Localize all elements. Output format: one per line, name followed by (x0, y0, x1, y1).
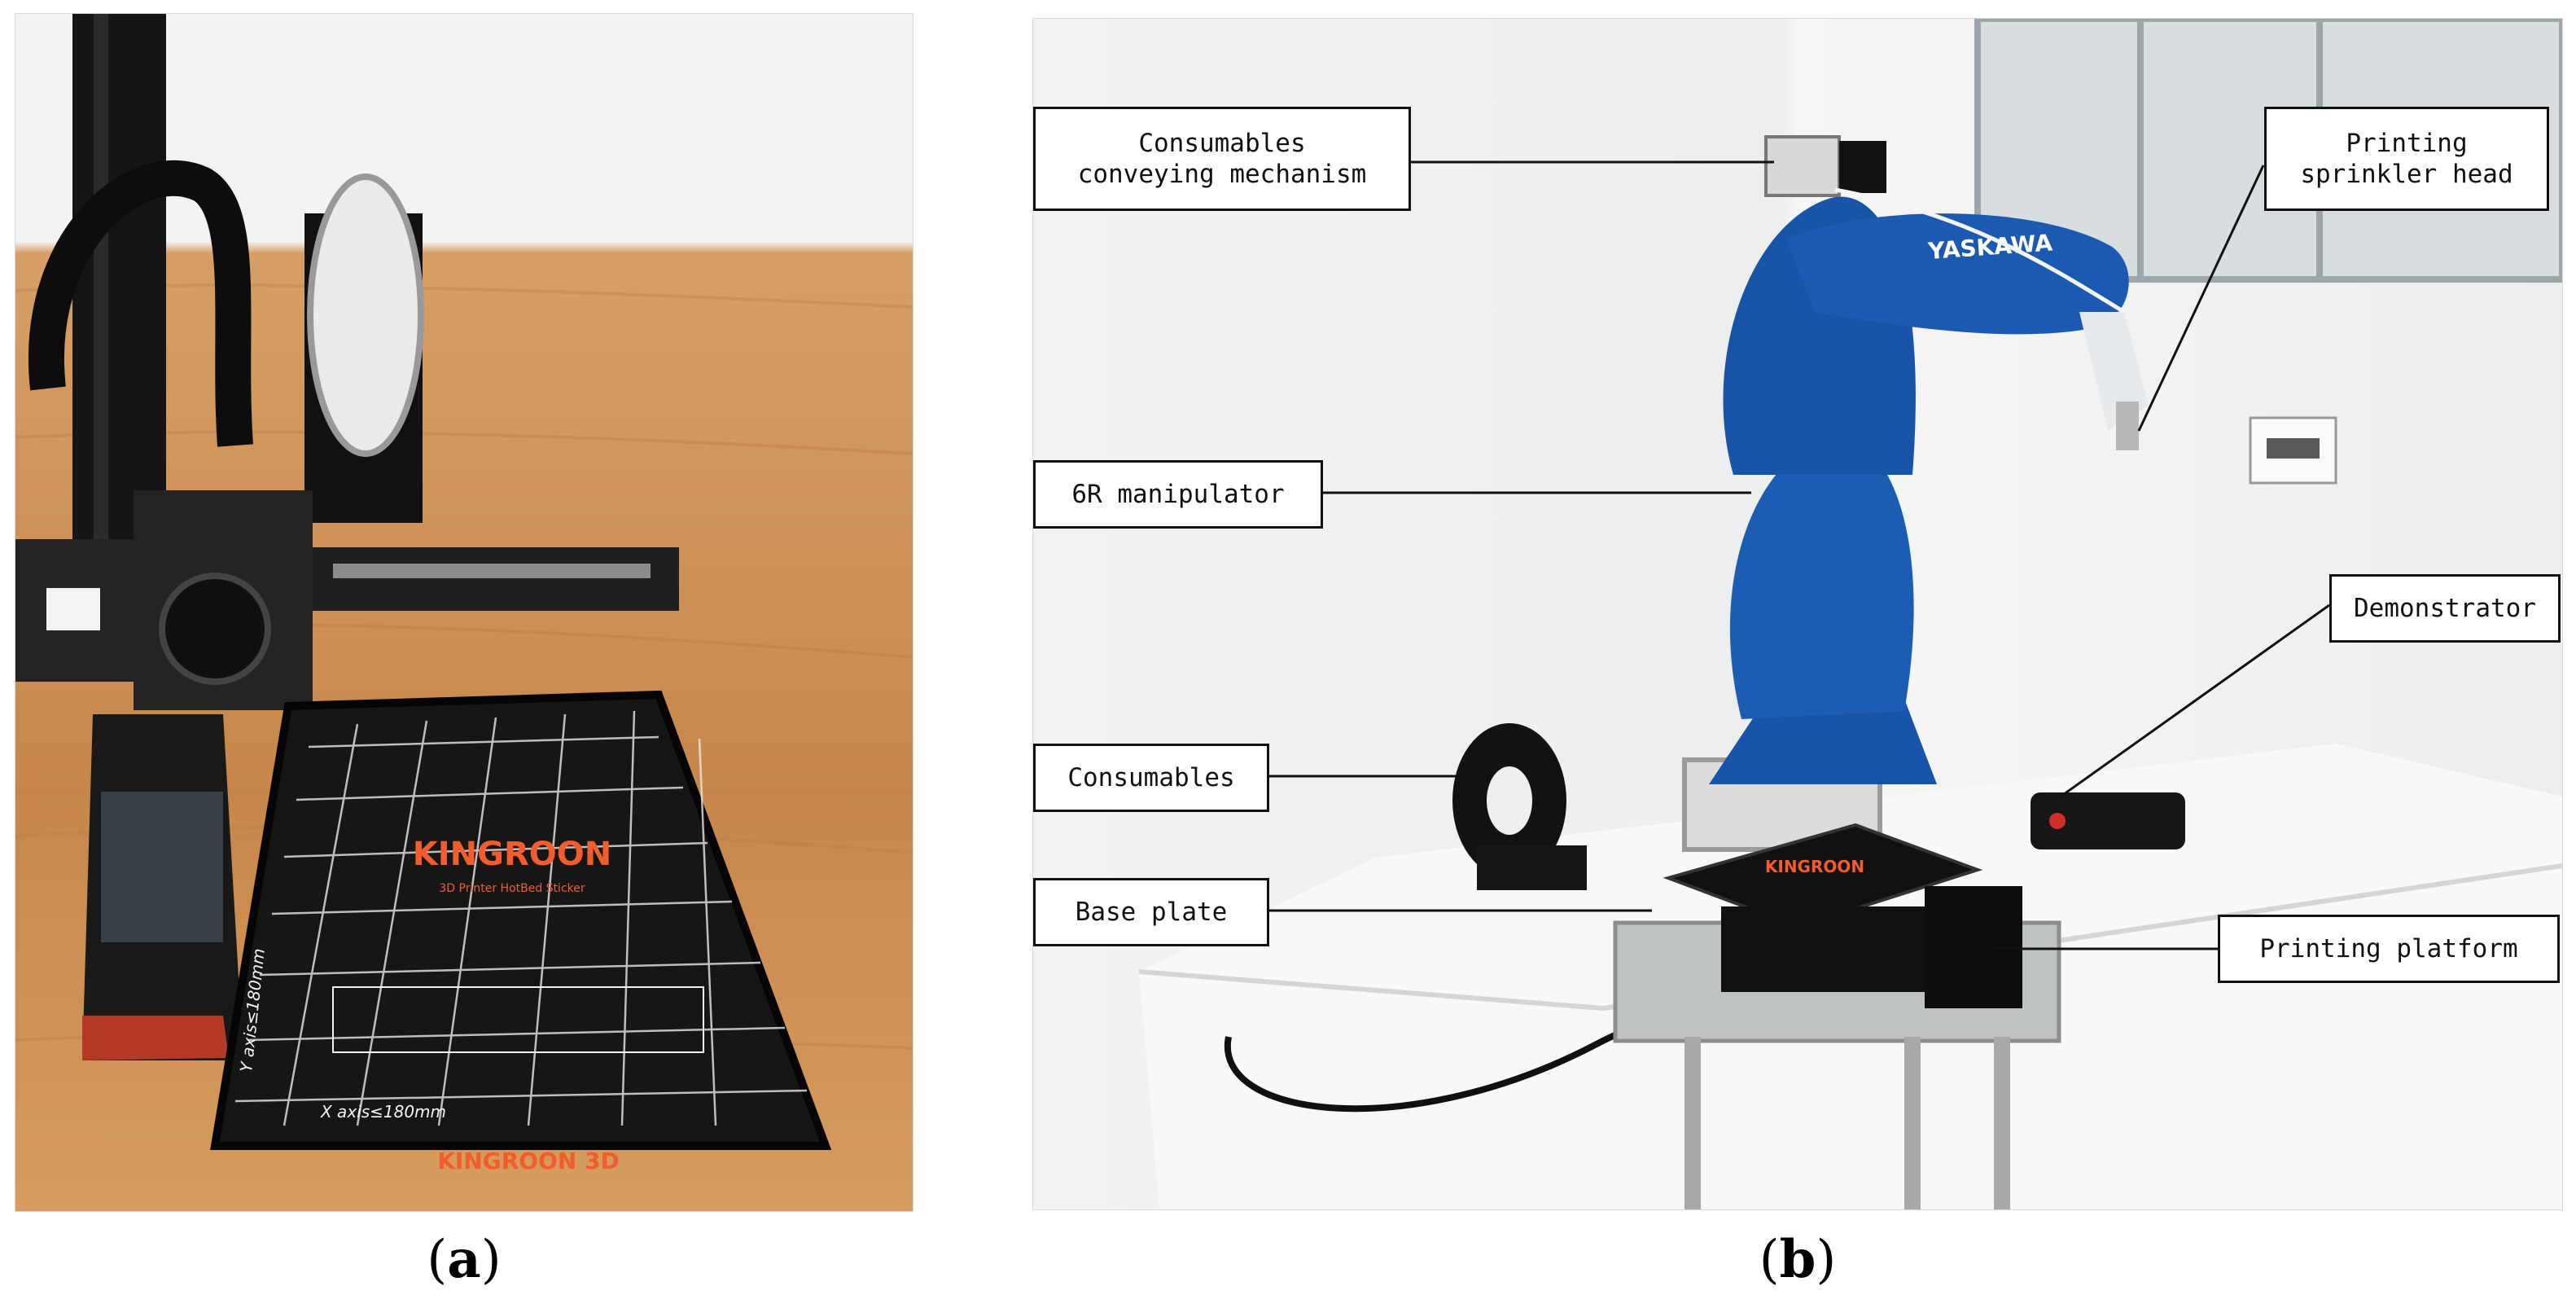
robot-base (1709, 699, 1937, 784)
filament-spool (307, 173, 424, 457)
pendant-red-button (2049, 813, 2066, 829)
photo-panel-a: KINGROON 3D Printer HotBed Sticker X axi… (15, 13, 913, 1212)
printer-photo-illustration: KINGROON 3D Printer HotBed Sticker X axi… (15, 14, 913, 1174)
consumables-center (1487, 766, 1532, 835)
callout-printing-platform: Printing platform (2218, 915, 2560, 983)
printer-display (101, 792, 223, 942)
bed-grid (234, 710, 808, 1126)
base-accent (82, 1016, 229, 1060)
stand-leg (1904, 1037, 1921, 1209)
bed-warning-box (332, 986, 704, 1053)
panel-a-label-close: ) (480, 1230, 502, 1290)
printing-nozzle (2116, 402, 2139, 450)
panel-a-label-letter: a (447, 1229, 481, 1290)
motor-sticker (46, 588, 100, 630)
platform-brand-text: KINGROON (1765, 857, 1864, 876)
spool-stand (1477, 845, 1587, 890)
wall-box (2249, 416, 2337, 485)
panel-a-label: (a) (383, 1229, 545, 1290)
panel-b-label-close: ) (1816, 1230, 1837, 1290)
robot-wrist (2079, 312, 2149, 430)
x-axis-rail (313, 547, 679, 611)
robot-lower-arm (1729, 437, 1914, 719)
callout-demonstrator: Demonstrator (2329, 574, 2561, 643)
callout-printing-sprinkler-head: Printing sprinkler head (2264, 107, 2549, 211)
window-frame (1974, 19, 2562, 283)
panel-b-label: (b) (1716, 1229, 1879, 1290)
robot-forearm (1786, 213, 2129, 335)
panel-b-label-open: ( (1759, 1230, 1780, 1290)
filament-tube (1834, 187, 2126, 314)
table-edge (1138, 863, 2562, 1012)
callout-line (2137, 165, 2265, 432)
bed-subtitle-text: 3D Printer HotBed Sticker (439, 882, 585, 895)
wall-box-display (2267, 438, 2320, 459)
hot-bed-sticker (210, 690, 832, 1150)
x-axis-text: X axis≤180mm (320, 1102, 446, 1121)
cable-chain (28, 160, 253, 447)
stand-leg (1994, 1037, 2010, 1209)
callout-consumables-conveying: Consumables conveying mechanism (1033, 107, 1411, 211)
platform-motor (1925, 886, 2022, 1008)
callout-base-plate: Base plate (1033, 878, 1269, 946)
stand-leg (1684, 1037, 1701, 1209)
panel-a-label-open: ( (427, 1230, 448, 1290)
feed-mechanism (1764, 135, 1841, 197)
callout-consumables: Consumables (1033, 744, 1269, 812)
photo-panel-b: KINGROON YASKAWA (1032, 18, 2563, 1210)
bed-brand-text: KINGROON (413, 836, 611, 873)
feed-motor (1839, 141, 1886, 193)
callout-lines (1269, 160, 2330, 950)
frame-groove (94, 14, 108, 682)
panel-b-label-letter: b (1779, 1229, 1816, 1290)
x-axis-rail-steel (333, 564, 651, 578)
print-head-fan (159, 573, 271, 685)
bed-brand-3d-text: KINGROON 3D (437, 1148, 620, 1174)
callout-6r-manipulator: 6R manipulator (1033, 460, 1323, 529)
demonstrator-pendant (2031, 792, 2185, 849)
callout-line (2060, 604, 2330, 798)
